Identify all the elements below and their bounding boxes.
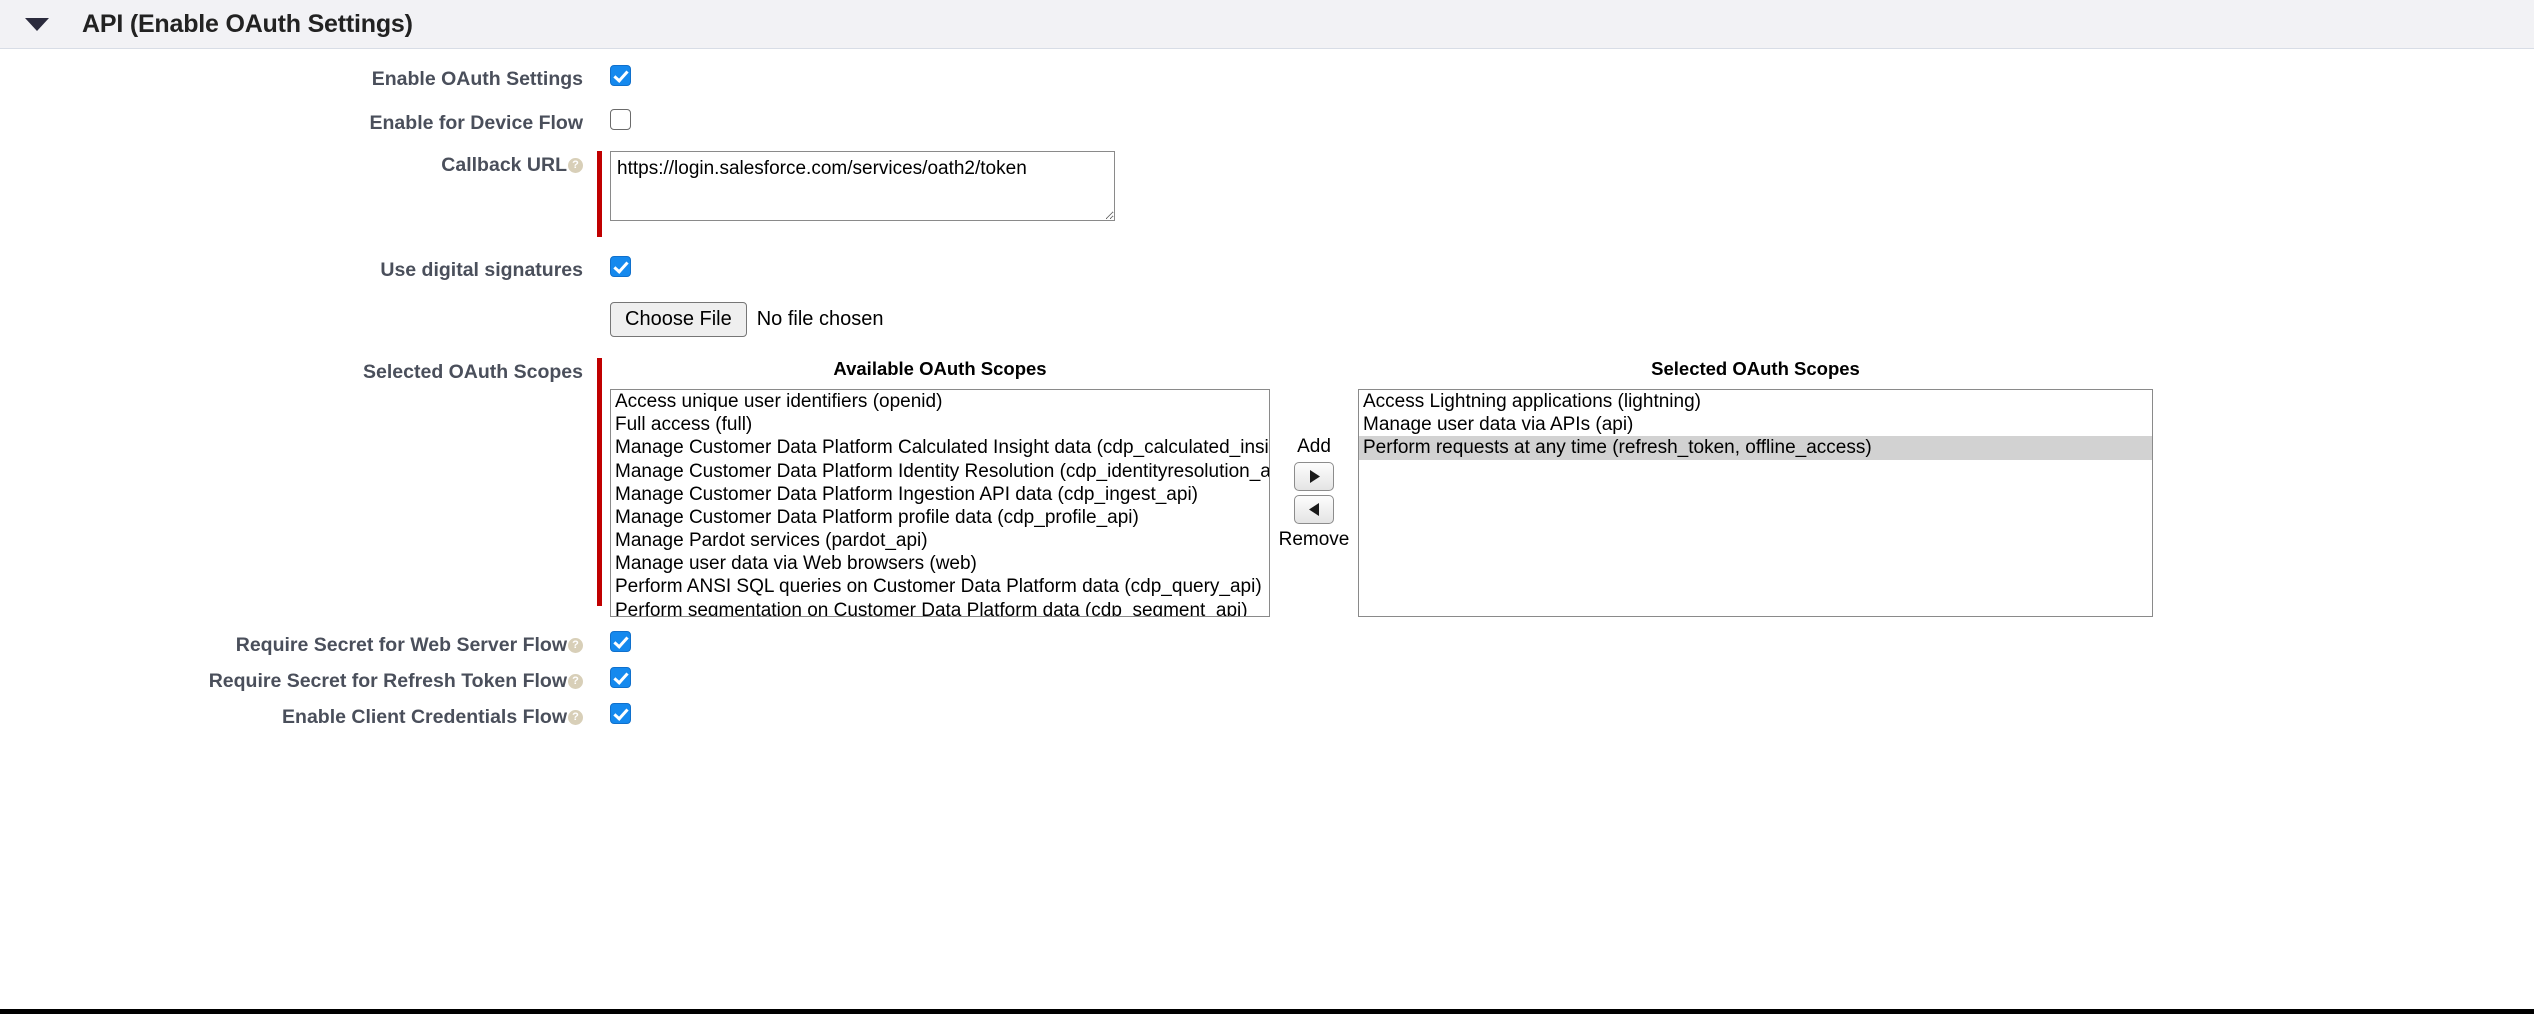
- row-file-upload: Choose File No file chosen: [0, 302, 2534, 337]
- row-use-digital-signatures: Use digital signatures: [0, 256, 2534, 282]
- available-scope-option[interactable]: Manage Customer Data Platform Calculated…: [615, 437, 1270, 459]
- checkbox-enable-client-credentials[interactable]: [610, 703, 631, 724]
- dual-listbox: Available OAuth Scopes Access unique use…: [610, 358, 2534, 617]
- label-callback-url: Callback URL ?: [0, 151, 583, 177]
- row-require-secret-refresh-token: Require Secret for Refresh Token Flow ?: [0, 667, 2534, 693]
- available-scopes-heading: Available OAuth Scopes: [833, 358, 1047, 379]
- checkbox-use-digital-signatures[interactable]: [610, 256, 631, 277]
- add-button[interactable]: [1294, 462, 1334, 491]
- section-title: API (Enable OAuth Settings): [82, 9, 413, 38]
- row-require-secret-web-server: Require Secret for Web Server Flow ?: [0, 631, 2534, 657]
- label-use-digital-signatures: Use digital signatures: [380, 259, 583, 281]
- triangle-down-icon[interactable]: [22, 16, 52, 32]
- required-indicator: [597, 358, 602, 606]
- available-scope-option[interactable]: Access unique user identifiers (openid): [615, 391, 943, 412]
- help-icon[interactable]: ?: [568, 674, 583, 689]
- available-scope-option[interactable]: Manage Customer Data Platform profile da…: [615, 506, 1139, 528]
- available-scope-option[interactable]: Full access (full): [615, 414, 753, 436]
- selected-scope-option[interactable]: Manage user data via APIs (api): [1363, 414, 1634, 436]
- required-indicator: [597, 151, 602, 237]
- available-scope-option[interactable]: Manage Customer Data Platform Identity R…: [615, 460, 1270, 482]
- row-enable-client-credentials: Enable Client Credentials Flow ?: [0, 703, 2534, 729]
- add-label: Add: [1297, 436, 1331, 457]
- row-enable-oauth-settings: Enable OAuth Settings: [0, 65, 2534, 91]
- available-scopes-listbox[interactable]: Access unique user identifiers (openid)F…: [610, 389, 1270, 617]
- label-enable-device-flow: Enable for Device Flow: [369, 112, 583, 134]
- checkbox-enable-device-flow[interactable]: [610, 109, 631, 130]
- oauth-settings-form: Enable OAuth Settings Enable for Device …: [0, 65, 2534, 729]
- label-file-upload: [0, 302, 583, 305]
- transfer-buttons: Add: [1270, 358, 1358, 553]
- selected-scope-option[interactable]: Access Lightning applications (lightning…: [1363, 391, 1701, 412]
- help-icon[interactable]: ?: [568, 710, 583, 725]
- help-icon[interactable]: ?: [568, 638, 583, 653]
- available-scope-option[interactable]: Manage Pardot services (pardot_api): [615, 530, 928, 552]
- file-status-text: No file chosen: [756, 308, 884, 330]
- checkbox-require-secret-web-server[interactable]: [610, 631, 631, 652]
- available-scope-option[interactable]: Perform ANSI SQL queries on Customer Dat…: [615, 576, 1262, 598]
- checkbox-enable-oauth-settings[interactable]: [610, 65, 631, 86]
- label-require-secret-refresh-token: Require Secret for Refresh Token Flow ?: [0, 667, 583, 693]
- arrow-left-icon: [1308, 502, 1321, 517]
- label-require-secret-web-server: Require Secret for Web Server Flow ?: [0, 631, 583, 657]
- callback-url-input[interactable]: [610, 151, 1115, 221]
- row-selected-oauth-scopes: Selected OAuth Scopes Available OAuth Sc…: [0, 358, 2534, 617]
- available-scope-option[interactable]: Manage Customer Data Platform Ingestion …: [615, 483, 1198, 505]
- arrow-right-icon: [1308, 469, 1321, 484]
- remove-button[interactable]: [1294, 495, 1334, 524]
- choose-file-button[interactable]: Choose File: [610, 302, 747, 337]
- checkbox-require-secret-refresh-token[interactable]: [610, 667, 631, 688]
- row-callback-url: Callback URL ?: [0, 151, 2534, 237]
- available-scope-option[interactable]: Manage user data via Web browsers (web): [615, 553, 977, 575]
- help-icon[interactable]: ?: [568, 158, 583, 173]
- row-enable-device-flow: Enable for Device Flow: [0, 109, 2534, 135]
- label-selected-oauth-scopes: Selected OAuth Scopes: [363, 361, 583, 383]
- selected-scopes-column: Selected OAuth Scopes Access Lightning a…: [1358, 358, 2153, 617]
- label-enable-oauth-settings: Enable OAuth Settings: [371, 68, 583, 90]
- selected-scopes-heading: Selected OAuth Scopes: [1651, 358, 1860, 379]
- remove-label: Remove: [1278, 529, 1350, 550]
- available-scope-option[interactable]: Perform segmentation on Customer Data Pl…: [615, 599, 1248, 617]
- selected-scopes-listbox[interactable]: Access Lightning applications (lightning…: [1358, 389, 2153, 617]
- selected-scope-option[interactable]: Perform requests at any time (refresh_to…: [1359, 436, 2152, 460]
- file-upload-control: Choose File No file chosen: [610, 302, 2534, 337]
- section-header: API (Enable OAuth Settings): [0, 0, 2534, 49]
- label-enable-client-credentials: Enable Client Credentials Flow ?: [0, 703, 583, 729]
- available-scopes-column: Available OAuth Scopes Access unique use…: [610, 358, 1270, 617]
